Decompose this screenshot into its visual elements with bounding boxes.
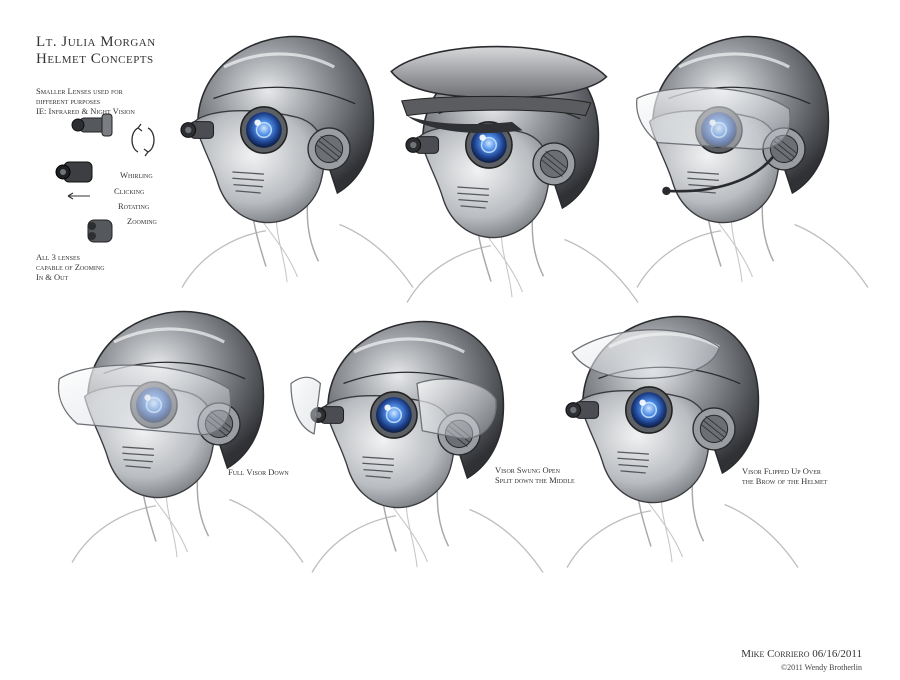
sheet-title: Lt. Julia Morgan Helmet Concepts <box>36 34 186 68</box>
lens-note-line-1: Smaller Lenses used for <box>36 86 123 96</box>
copyright-notice: ©2011 Wendy Brotherlin <box>781 663 862 672</box>
zoom-note-line-1: All 3 lenses <box>36 252 80 262</box>
caption-swung-open-line-2: Split down the Middle <box>495 475 575 485</box>
left-arrow-icon <box>67 192 90 200</box>
caption-swung-open-line-1: Visor Swung Open <box>495 465 560 475</box>
caption-full-visor: Full Visor Down <box>228 467 289 477</box>
helmet-base-lenses <box>180 34 415 290</box>
helmet-visor-mic <box>635 34 870 290</box>
helmet-visor-swung-open <box>290 319 545 575</box>
helmet-visor-flipped-up <box>565 314 800 570</box>
lens-action-rotating: Rotating <box>118 201 150 211</box>
lens-action-whirling: Whirling <box>120 170 153 180</box>
caption-flipped-up: Visor Flipped Up Over the Brow of the He… <box>742 466 862 486</box>
caption-flipped-up-line-1: Visor Flipped Up Over <box>742 466 821 476</box>
lens-action-clicking: Clicking <box>114 186 145 196</box>
helmet-full-visor-down <box>57 309 305 565</box>
helmet-officer-cap <box>390 45 640 305</box>
lens-variant-3 <box>87 219 113 243</box>
zoom-note-line-2: capable of Zooming <box>36 262 105 272</box>
caption-swung-open: Visor Swung Open Split down the Middle <box>495 465 615 485</box>
artist-signature: Mike Corriero 06/16/2011 <box>741 648 862 660</box>
zoom-note-line-3: In & Out <box>36 272 69 282</box>
lens-variant-1 <box>71 113 113 137</box>
title-line-1: Lt. Julia Morgan <box>36 34 156 50</box>
lens-note-line-3: IE: Infrared & Night Vision <box>36 106 135 116</box>
lens-note: Smaller Lenses used for different purpos… <box>36 86 186 116</box>
rotate-arrows-icon <box>131 123 155 157</box>
title-line-2: Helmet Concepts <box>36 51 154 67</box>
lens-variant-2 <box>55 161 93 183</box>
caption-flipped-up-line-2: the Brow of the Helmet <box>742 476 828 486</box>
lens-note-line-2: different purposes <box>36 96 101 106</box>
lens-action-zooming: Zooming <box>127 216 157 226</box>
zoom-note: All 3 lenses capable of Zooming In & Out <box>36 252 146 282</box>
